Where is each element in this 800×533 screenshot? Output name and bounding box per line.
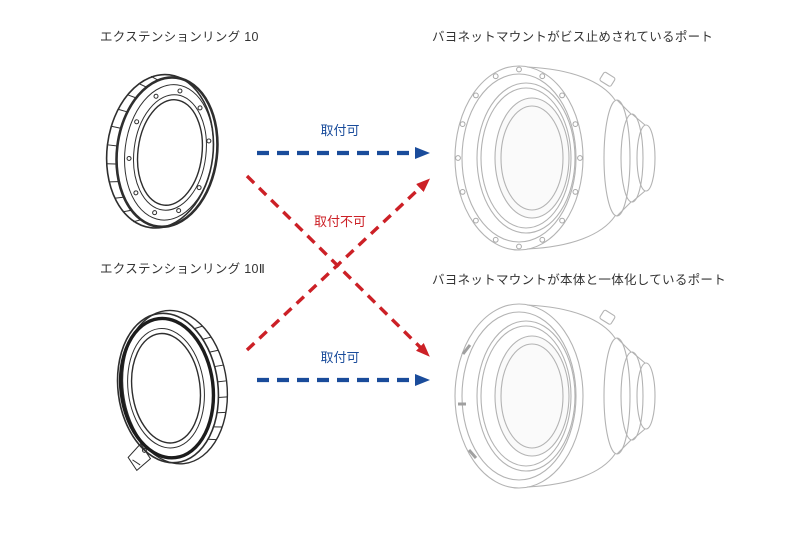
extension-ring-10ii-label: エクステンションリング 10Ⅱ bbox=[100, 262, 266, 276]
attachable-bottom-label: 取付可 bbox=[320, 350, 360, 365]
arrow-not-attachable-down bbox=[245, 174, 430, 357]
ring-screw-holes bbox=[126, 88, 212, 216]
port-screwed-illustration bbox=[454, 65, 656, 251]
knurl-ticks bbox=[106, 75, 158, 223]
ring-latch bbox=[127, 442, 152, 472]
extension-ring-10-illustration bbox=[105, 73, 219, 229]
port-integrated-illustration bbox=[454, 303, 656, 489]
arrow-not-attachable-up bbox=[245, 178, 431, 352]
port-integrated-label: バヨネットマウントが本体と一体化しているポート bbox=[432, 273, 727, 287]
attachable-top-label: 取付可 bbox=[320, 123, 360, 138]
bayonet-tabs bbox=[458, 344, 478, 459]
not-attachable-label: 取付不可 bbox=[313, 214, 366, 229]
port-screwed-label: バヨネットマウントがビス止めされているポート bbox=[432, 30, 714, 44]
extension-ring-10-label: エクステンションリング 10 bbox=[100, 30, 259, 44]
extension-ring-10ii-illustration bbox=[116, 309, 229, 472]
knurl-ticks bbox=[194, 325, 228, 441]
port-screw-ring bbox=[455, 66, 583, 250]
